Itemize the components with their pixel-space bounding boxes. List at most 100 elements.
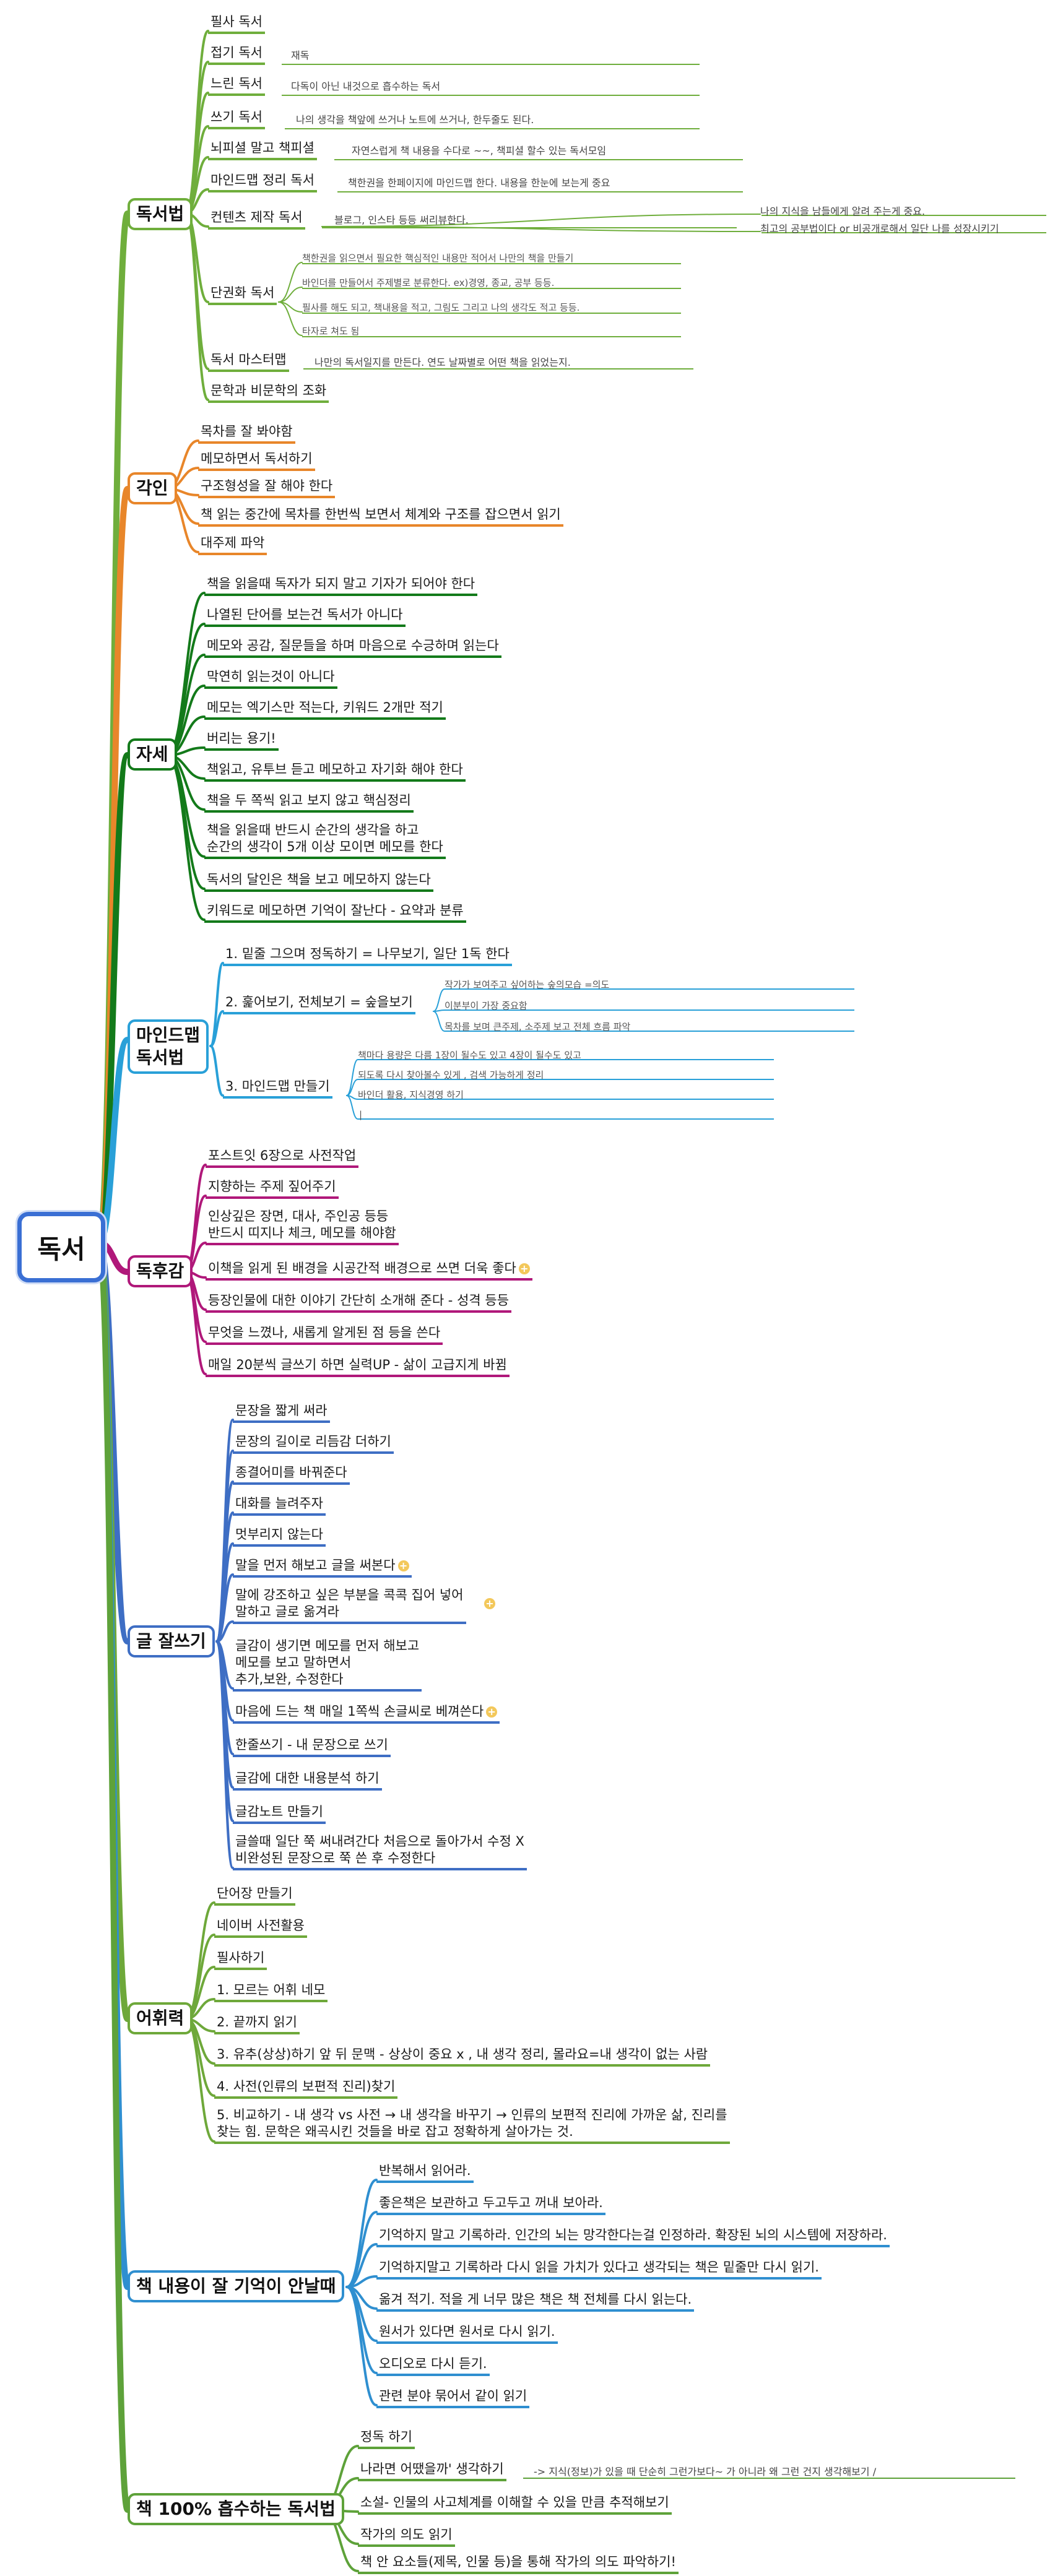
note-s4-5[interactable]: 바인더 활용, 지식경영 하기 <box>358 1089 464 1100</box>
item-s7-6[interactable]: 4. 사전(인류의 보편적 진리)찾기 <box>214 2078 398 2099</box>
item-s7-4[interactable]: 2. 끝까지 읽기 <box>214 2014 300 2034</box>
note-s1-11[interactable]: 타자로 쳐도 됨 <box>302 326 360 337</box>
note-s1-3[interactable]: 자연스럽게 책 내용을 수다로 ~~, 책피셜 할수 있는 독서모임 <box>352 145 607 157</box>
item-s1-0[interactable]: 필사 독서 <box>208 14 265 34</box>
item-s6-1[interactable]: 문장의 길이로 리듬감 더하기 <box>233 1433 394 1454</box>
item-s8-3[interactable]: 기억하지말고 기록하라 다시 읽을 가치가 있다고 생각되는 책은 밑줄만 다시… <box>376 2259 822 2280</box>
item-s6-0[interactable]: 문장을 짧게 써라 <box>233 1403 330 1423</box>
item-s5-1[interactable]: 지향하는 주제 짚어주기 <box>206 1178 339 1199</box>
item-s1-7[interactable]: 단권화 독서 <box>208 285 277 305</box>
item-s7-5[interactable]: 3. 유추(상상)하기 앞 뒤 문맥 - 상상이 중요 x , 내 생각 정리,… <box>214 2046 711 2067</box>
item-s7-0[interactable]: 단어장 만들기 <box>214 1885 295 1906</box>
note-s4-4[interactable]: 되도록 다시 찾아볼수 있게 , 검색 가능하게 정리 <box>358 1070 544 1081</box>
item-s8-6[interactable]: 오디오로 다시 듣기. <box>376 2356 490 2376</box>
item-s7-1[interactable]: 네이버 사전활용 <box>214 1917 307 1938</box>
item-s9-1[interactable]: 나라면 어땠을까' 생각하기 <box>358 2461 506 2481</box>
section-writing[interactable]: 글 잘쓰기 <box>128 1625 215 1658</box>
note-s4-3[interactable]: 책마다 용량은 다름 1장이 될수도 있고 4장이 될수도 있고 <box>358 1050 581 1061</box>
item-s6-5[interactable]: 말을 먼저 해보고 글을 써본다+ <box>233 1557 412 1578</box>
note-s9-0[interactable]: -> 지식(정보)가 있을 때 단순히 그런가보다~ 가 아니라 왜 그런 건지… <box>534 2466 877 2478</box>
item-s6-2[interactable]: 종결어미를 바꿔준다 <box>233 1464 350 1485</box>
note-s1-8[interactable]: 책한권을 읽으면서 필요한 핵심적인 내용만 적어서 나만의 책을 만들기 <box>302 253 574 264</box>
section-full-absorb[interactable]: 책 100% 흡수하는 독서법 <box>128 2493 344 2525</box>
item-s4-1[interactable]: 2. 훑어보기, 전체보기 = 숲을보기 <box>223 994 415 1014</box>
note-s1-1[interactable]: 다독이 아닌 내것으로 흡수하는 독서 <box>291 80 441 92</box>
item-s6-9[interactable]: 한줄쓰기 - 내 문장으로 쓰기 <box>233 1737 391 1757</box>
item-s5-5[interactable]: 무엇을 느꼈나, 새롭게 알게된 점 등을 쓴다 <box>206 1325 443 1345</box>
expand-plus-icon[interactable]: + <box>486 1706 498 1718</box>
note-s1-9[interactable]: 바인더를 만들어서 주제별로 분류한다. ex)경영, 종교, 공부 등등. <box>302 277 555 288</box>
note-s1-5[interactable]: 블로그, 인스타 등등 써리뷰한다. <box>334 214 469 226</box>
item-s6-10[interactable]: 글감에 대한 내용분석 하기 <box>233 1770 382 1791</box>
item-s8-0[interactable]: 반복해서 읽어라. <box>376 2163 474 2183</box>
item-s3-9[interactable]: 독서의 달인은 책을 보고 메모하지 않는다 <box>204 871 433 892</box>
item-s5-4[interactable]: 등장인물에 대한 이야기 간단히 소개해 준다 - 성격 등등 <box>206 1292 512 1313</box>
note-s1-6[interactable]: 나의 지식을 남들에게 알려 주는게 중요. <box>760 205 926 217</box>
item-s1-5[interactable]: 마인드맵 정리 독서 <box>208 172 317 192</box>
item-s5-6[interactable]: 매일 20분씩 글쓰기 하면 실력UP - 삶이 고급지게 바뀜 <box>206 1357 510 1377</box>
item-s1-9[interactable]: 문학과 비문학의 조화 <box>208 383 329 403</box>
expand-plus-icon[interactable]: + <box>518 1263 530 1274</box>
item-s6-3[interactable]: 대화를 늘려주자 <box>233 1495 326 1516</box>
item-s6-7[interactable]: 글감이 생기면 메모를 먼저 해보고 메모를 보고 말하면서 추가,보완, 수정… <box>233 1638 422 1692</box>
section-book-report[interactable]: 독후감 <box>128 1255 193 1287</box>
note-s4-6[interactable]: | <box>359 1109 363 1120</box>
item-s3-2[interactable]: 메모와 공감, 질문들을 하며 마음으로 수긍하며 읽는다 <box>204 638 501 658</box>
item-s9-0[interactable]: 정독 하기 <box>358 2429 415 2449</box>
item-s4-2[interactable]: 3. 마인드맵 만들기 <box>223 1078 332 1099</box>
note-s4-0[interactable]: 작가가 보여주고 싶어하는 숲의모습 =의도 <box>445 979 610 990</box>
item-s5-2[interactable]: 인상깊은 장면, 대사, 주인공 등등 반드시 띠지나 체크, 메모를 해야함 <box>206 1208 399 1245</box>
item-s2-1[interactable]: 메모하면서 독서하기 <box>198 451 315 471</box>
item-s8-4[interactable]: 옮겨 적기. 적을 게 너무 많은 책은 책 전체를 다시 읽는다. <box>376 2291 695 2312</box>
note-s1-7[interactable]: 최고의 공부법이다 or 비공개로해서 일단 나를 성장시키기 <box>760 223 999 235</box>
expand-plus-icon[interactable]: + <box>397 1560 409 1571</box>
item-s2-2[interactable]: 구조형성을 잘 해야 한다 <box>198 478 336 498</box>
root-node[interactable]: 독서 <box>17 1212 105 1282</box>
note-s1-2[interactable]: 나의 생각을 책앞에 쓰거나 노트에 쓰거나, 한두줄도 된다. <box>296 114 534 126</box>
item-s4-0[interactable]: 1. 밑줄 그으며 정독하기 = 나무보기, 일단 1독 한다 <box>223 946 512 966</box>
item-s8-2[interactable]: 기억하지 말고 기록하라. 인간의 뇌는 망각한다는걸 인정하라. 확장된 뇌의… <box>376 2227 890 2247</box>
expand-plus-icon[interactable]: + <box>484 1598 495 1609</box>
item-s1-2[interactable]: 느린 독서 <box>208 76 265 96</box>
item-s6-6[interactable]: 말에 강조하고 싶은 부분을 콕콕 집어 넣어 말하고 글로 옮겨라 <box>233 1587 466 1624</box>
item-s2-0[interactable]: 목차를 잘 봐야함 <box>198 423 295 444</box>
item-s7-7[interactable]: 5. 비교하기 - 내 생각 vs 사전 → 내 생각을 바꾸기 → 인류의 보… <box>214 2107 730 2144</box>
note-s1-12[interactable]: 나만의 독서일지를 만든다. 연도 날짜별로 어떤 책을 읽었는지. <box>315 357 571 368</box>
note-s1-10[interactable]: 필사를 해도 되고, 책내용을 적고, 그림도 그리고 나의 생각도 적고 등등… <box>302 302 580 313</box>
item-s6-8[interactable]: 마음에 드는 책 매일 1쪽씩 손글씨로 베껴쓴다+ <box>233 1703 500 1724</box>
item-s3-3[interactable]: 막연히 읽는것이 아니다 <box>204 668 337 689</box>
item-s7-3[interactable]: 1. 모르는 어휘 네모 <box>214 1982 328 2002</box>
item-s1-3[interactable]: 쓰기 독서 <box>208 109 265 129</box>
item-s2-4[interactable]: 대주제 파악 <box>198 535 267 555</box>
item-s3-0[interactable]: 책을 읽을때 독자가 되지 말고 기자가 되어야 한다 <box>204 576 478 596</box>
item-s8-1[interactable]: 좋은책은 보관하고 두고두고 꺼내 보아라. <box>376 2195 605 2215</box>
item-s9-2[interactable]: 소설- 인물의 사고체계를 이해할 수 있을 만큼 추적해보기 <box>358 2494 672 2515</box>
item-s1-6[interactable]: 컨텐츠 제작 독서 <box>208 209 305 230</box>
note-s1-0[interactable]: 재독 <box>291 50 310 61</box>
item-s6-11[interactable]: 글감노트 만들기 <box>233 1804 326 1824</box>
item-s6-12[interactable]: 글쓸때 일단 쭉 써내려간다 처음으로 돌아가서 수정 X 비완성된 문장으로 … <box>233 1833 527 1870</box>
item-s9-3[interactable]: 작가의 의도 읽기 <box>358 2526 455 2547</box>
item-s1-4[interactable]: 뇌피셜 말고 책피셜 <box>208 140 317 160</box>
item-s8-7[interactable]: 관련 분야 묶어서 같이 읽기 <box>376 2388 530 2408</box>
item-s3-8[interactable]: 책을 읽을때 반드시 순간의 생각을 하고 순간의 생각이 5개 이상 모이면 … <box>204 822 446 859</box>
section-mindmap-method[interactable]: 마인드맵 독서법 <box>128 1019 209 1074</box>
section-attitude[interactable]: 자세 <box>128 738 177 771</box>
item-s1-1[interactable]: 접기 독서 <box>208 45 265 65</box>
item-s3-7[interactable]: 책을 두 쪽씩 읽고 보지 않고 핵심정리 <box>204 792 414 813</box>
item-s3-10[interactable]: 키워드로 메모하면 기억이 잘난다 - 요약과 분류 <box>204 902 466 923</box>
note-s1-4[interactable]: 책한권을 한페이지에 마인드맵 한다. 내용을 한눈에 보는게 중요 <box>348 177 610 189</box>
item-s6-4[interactable]: 멋부리지 않는다 <box>233 1526 326 1547</box>
item-s7-2[interactable]: 필사하기 <box>214 1950 267 1970</box>
section-vocabulary[interactable]: 어휘력 <box>128 2002 193 2034</box>
item-s3-4[interactable]: 메모는 엑기스만 적는다, 키워드 2개만 적기 <box>204 699 446 720</box>
section-imprint[interactable]: 각인 <box>128 472 177 504</box>
item-s5-0[interactable]: 포스트잇 6장으로 사전작업 <box>206 1148 359 1168</box>
item-s5-3[interactable]: 이책을 읽게 된 배경을 시공간적 배경으로 쓰면 더욱 좋다+ <box>206 1260 532 1281</box>
note-s4-2[interactable]: 목차를 보며 큰주제, 소주제 보고 전체 흐름 파악 <box>445 1021 631 1032</box>
note-s4-1[interactable]: 이분부이 가장 중요함 <box>445 1000 527 1011</box>
item-s8-5[interactable]: 원서가 있다면 원서로 다시 읽기. <box>376 2323 558 2344</box>
item-s3-5[interactable]: 버리는 용기! <box>204 730 279 751</box>
item-s3-6[interactable]: 책읽고, 유투브 듣고 메모하고 자기화 해야 한다 <box>204 761 466 782</box>
section-reading-methods[interactable]: 독서법 <box>128 198 193 230</box>
